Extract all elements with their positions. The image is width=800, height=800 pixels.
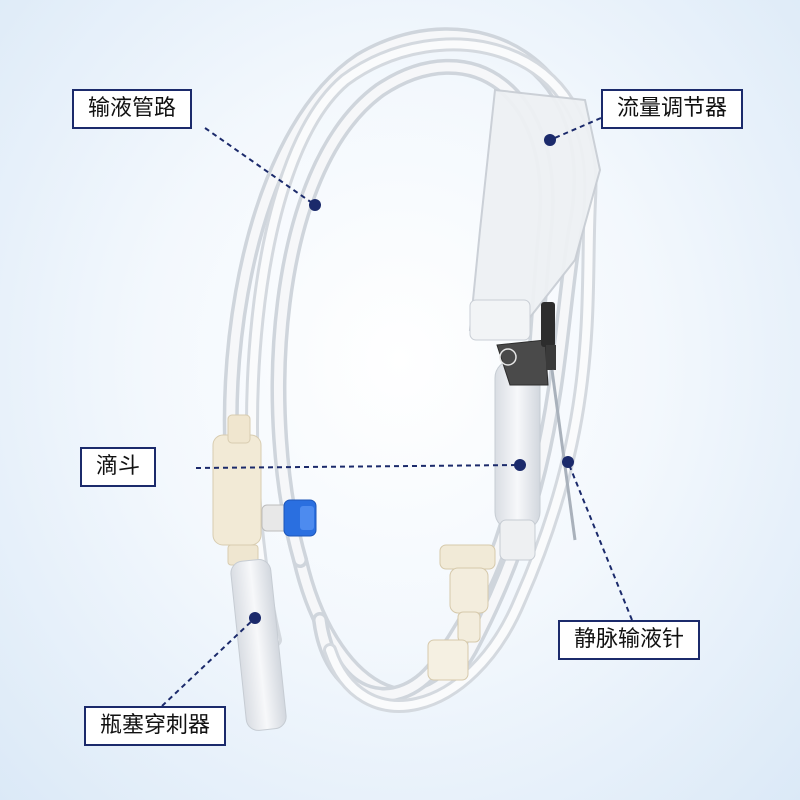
leader-line-needle bbox=[567, 461, 633, 621]
luer-connector-lower bbox=[427, 639, 469, 681]
leader-dots bbox=[249, 134, 574, 624]
flow-regulator bbox=[468, 88, 602, 341]
leader-lines bbox=[161, 117, 633, 707]
air-vent-cap bbox=[261, 499, 317, 537]
dot-spike bbox=[249, 612, 261, 624]
leader-line-spike bbox=[161, 617, 256, 707]
label-flow-regulator: 流量调节器 bbox=[601, 89, 744, 129]
iv-needle-assembly bbox=[496, 302, 577, 541]
bottle-spike-assembly bbox=[212, 414, 287, 731]
dot-drip bbox=[514, 459, 526, 471]
label-infusion-tubing: 输液管路 bbox=[72, 89, 193, 129]
label-iv-needle: 静脉输液针 bbox=[558, 620, 701, 660]
label-drip-chamber: 滴斗 bbox=[80, 447, 157, 487]
leader-line-drip bbox=[195, 464, 521, 469]
leader-line-tubing bbox=[204, 127, 316, 206]
dot-needle bbox=[562, 456, 574, 468]
dot-tubing bbox=[309, 199, 321, 211]
leader-line-regulator bbox=[549, 117, 602, 141]
label-bottle-spike: 瓶塞穿刺器 bbox=[84, 706, 227, 746]
luer-connector-upper bbox=[439, 544, 496, 643]
dot-regulator bbox=[544, 134, 556, 146]
